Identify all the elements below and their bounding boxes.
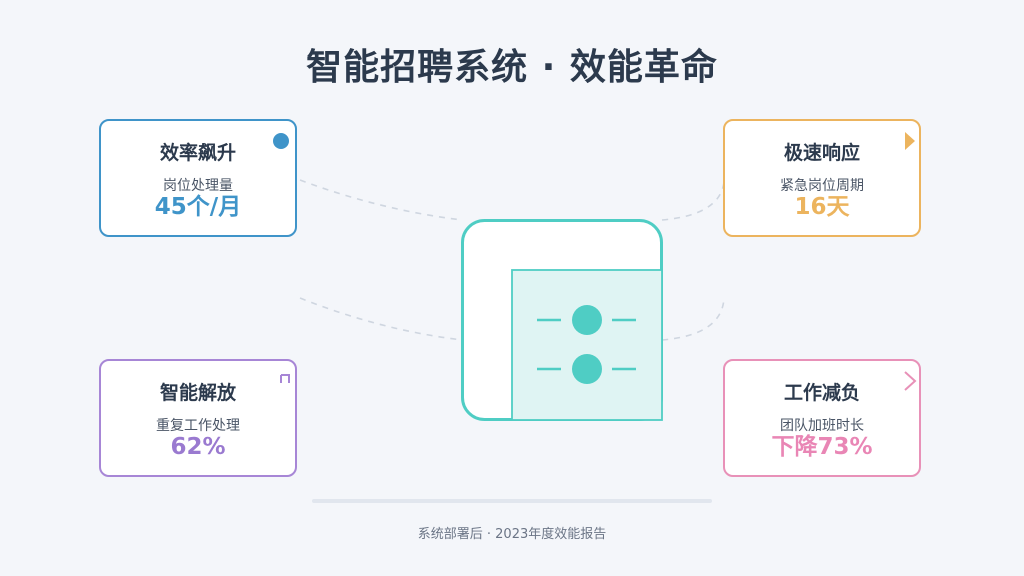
card-efficiency-label: 岗位处理量 xyxy=(163,178,233,194)
footer-note: 系统部署后 · 2023年度效能报告 xyxy=(417,527,607,542)
card-speed-title: 极速响应 xyxy=(783,142,860,164)
card-liberate-label: 重复工作处理 xyxy=(156,418,240,434)
card-relief-value: 下降73% xyxy=(771,434,873,460)
page-title: 智能招聘系统 · 效能革命 xyxy=(306,47,718,88)
card-relief-title: 工作减负 xyxy=(783,382,860,404)
connector-bottom-left xyxy=(299,297,463,341)
connector-bottom-right xyxy=(661,297,725,341)
card-efficiency: 效率飙升 岗位处理量 45个/月 xyxy=(99,119,297,237)
divider xyxy=(312,499,712,503)
card-liberate-value: 62% xyxy=(170,434,226,460)
card-speed-label: 紧急岗位周期 xyxy=(780,178,864,194)
system-hub-icon xyxy=(461,219,663,421)
card-speed-value: 16天 xyxy=(794,194,850,220)
card-relief-label: 团队加班时长 xyxy=(780,418,864,434)
card-liberate: 智能解放 重复工作处理 62% xyxy=(99,359,297,477)
connector-top-left xyxy=(299,179,463,221)
chevron-right-icon xyxy=(904,371,917,391)
card-efficiency-title: 效率飙升 xyxy=(159,142,236,164)
bracket-icon xyxy=(280,374,290,383)
card-relief: 工作减负 团队加班时长 下降73% xyxy=(723,359,921,477)
card-efficiency-value: 45个/月 xyxy=(154,194,242,220)
connector-top-right xyxy=(661,181,725,221)
card-liberate-title: 智能解放 xyxy=(159,382,236,404)
dot-icon xyxy=(273,133,289,149)
card-speed: 极速响应 紧急岗位周期 16天 xyxy=(723,119,921,237)
play-icon xyxy=(905,132,915,150)
